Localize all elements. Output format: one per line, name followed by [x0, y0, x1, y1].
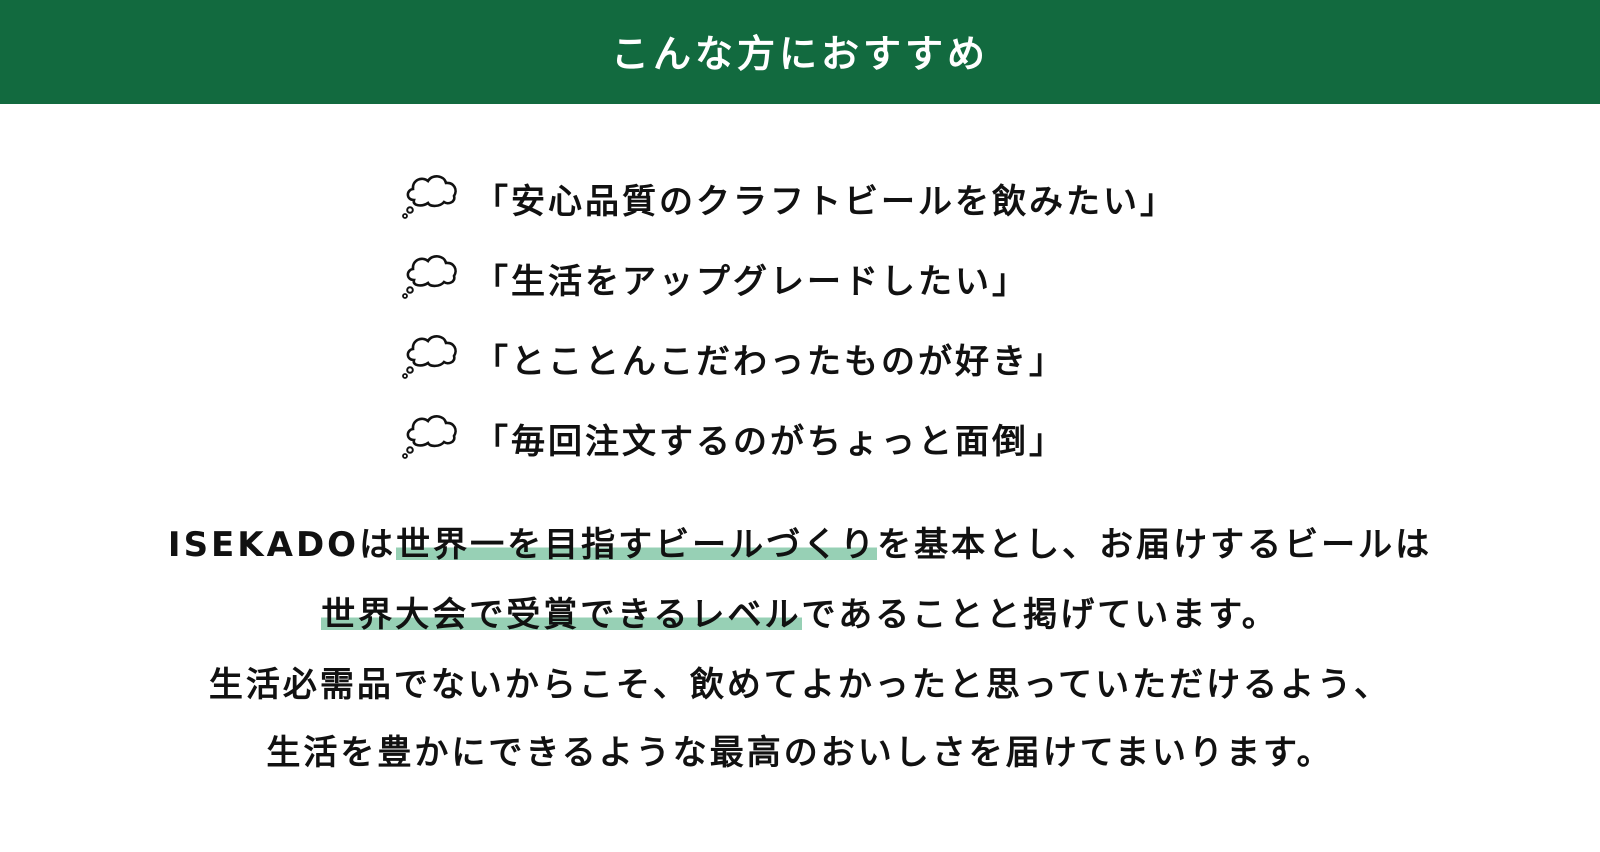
statement-line: 生活必需品でないからこそ、飲めてよかったと思っていただけるよう、 [0, 650, 1600, 720]
list-item: 「とことんこだわったものが好き」 [400, 328, 1066, 388]
highlighted-phrase: 世界大会で受賞できるレベル [321, 595, 802, 635]
list-item: 「毎回注文するのがちょっと面倒」 [400, 408, 1066, 468]
header-banner: こんな方におすすめ [0, 0, 1600, 104]
list-item: 「安心品質のクラフトビールを飲みたい」 [400, 168, 1177, 228]
statement-text: であることと掲げています。 [801, 595, 1279, 635]
thought-bubble-icon [400, 250, 460, 306]
wish-text: 「安心品質のクラフトビールを飲みたい」 [474, 181, 1177, 222]
statement-text: ISEKADOは [167, 525, 397, 565]
list-item: 「生活をアップグレードしたい」 [400, 248, 1029, 308]
statement-text: 生活必需品でないからこそ、飲めてよかったと思っていただけるよう、 [208, 665, 1392, 705]
statement-line: 生活を豊かにできるような最高のおいしさを届けてまいります。 [0, 718, 1600, 788]
thought-bubble-icon [400, 170, 460, 226]
wish-text: 「とことんこだわったものが好き」 [474, 341, 1066, 382]
wish-text: 「生活をアップグレードしたい」 [474, 261, 1029, 302]
statement-line: ISEKADOは世界一を目指すビールづくりを基本とし、お届けするビールは [0, 510, 1600, 580]
wish-text: 「毎回注文するのがちょっと面倒」 [474, 421, 1066, 462]
highlighted-phrase: 世界一を目指すビールづくり [396, 525, 878, 565]
thought-bubble-icon [400, 410, 460, 466]
section-title: こんな方におすすめ [610, 31, 989, 76]
statement-text: を基本とし、お届けするビールは [877, 525, 1433, 565]
statement-line: 世界大会で受賞できるレベルであることと掲げています。 [0, 580, 1600, 650]
thought-bubble-icon [400, 330, 460, 386]
statement-text: 生活を豊かにできるような最高のおいしさを届けてまいります。 [266, 733, 1334, 773]
